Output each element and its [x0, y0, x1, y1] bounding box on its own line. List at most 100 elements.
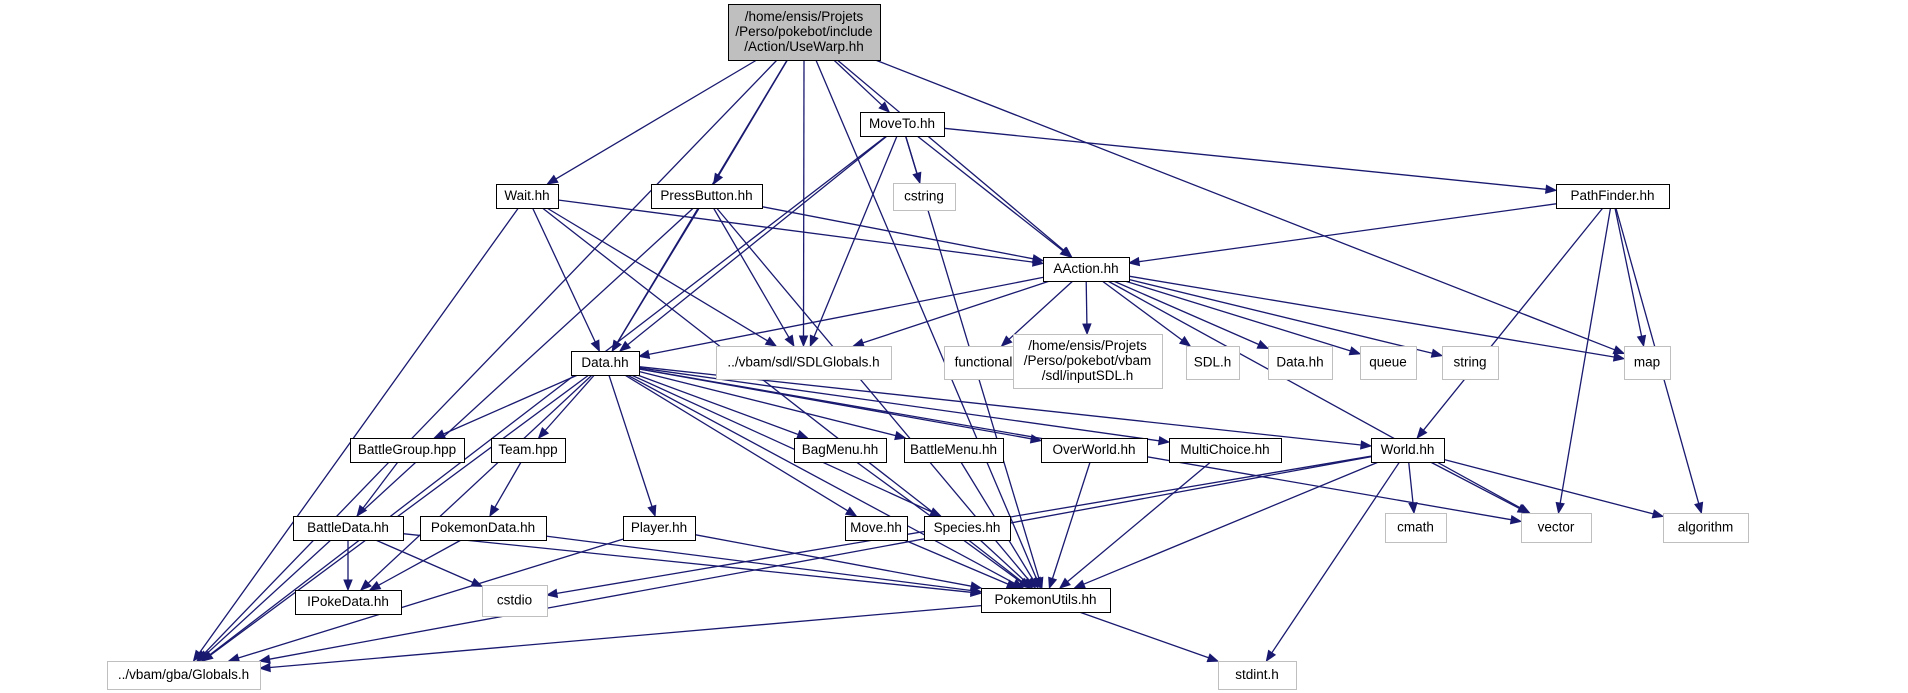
edge-datahh-to-player — [608, 374, 653, 507]
arrowhead-team-to-pokemondata — [489, 504, 500, 518]
edge-pokemondata-to-ipokedata — [378, 539, 462, 586]
node-box — [651, 184, 763, 209]
node-label: Player.hh — [631, 520, 687, 535]
edge-move-to-pokemonutils — [904, 539, 1009, 585]
arrowhead-battledata-to-ipokedata — [343, 579, 353, 592]
node-box — [893, 183, 956, 211]
arrowhead-aaction-to-data2 — [1256, 339, 1270, 350]
edge-battledata-to-pokemonutils — [402, 533, 972, 593]
dependency-nodes: /home/ensis/Projets/Perso/pokebot/includ… — [107, 4, 1749, 690]
node-box — [716, 346, 892, 380]
node-stdint: stdint.h — [1218, 661, 1297, 690]
node-globals: ../vbam/gba/Globals.h — [107, 661, 261, 690]
node-overworld[interactable]: OverWorld.hh — [1041, 438, 1148, 463]
edge-datahh-to-pokemonutils — [626, 374, 1015, 584]
node-box — [293, 516, 404, 541]
node-pressbutton[interactable]: PressButton.hh — [651, 184, 763, 209]
edge-pokemonutils-to-stdint — [1079, 611, 1209, 659]
node-ipokedata[interactable]: IPokeData.hh — [295, 590, 402, 615]
edge-world-to-algorithm — [1443, 458, 1654, 515]
node-label: vector — [1538, 520, 1575, 535]
node-team[interactable]: Team.hpp — [491, 438, 566, 463]
node-cstring: cstring — [893, 183, 956, 211]
node-box — [491, 438, 566, 463]
arrowhead-pressbutton-to-datahh — [611, 339, 622, 353]
arrowhead-pressbutton-to-aaction — [1031, 254, 1045, 264]
node-label: ../vbam/gba/Globals.h — [118, 667, 249, 682]
edge-moveto-to-aaction — [916, 135, 1064, 252]
node-label: stdint.h — [1235, 667, 1279, 682]
node-label: /Action/UseWarp.hh — [744, 39, 864, 54]
arrowhead-bagmenu-to-pokemonutils — [1017, 578, 1031, 589]
edge-aaction-to-vector — [1107, 280, 1522, 509]
node-battlegroup[interactable]: BattleGroup.hpp — [350, 438, 465, 463]
arrowhead-moveto-to-datahh — [618, 340, 632, 352]
node-world[interactable]: World.hh — [1371, 438, 1445, 463]
arrowhead-world-to-vector — [1516, 503, 1530, 514]
arrowhead-move-to-pokemonutils — [1005, 579, 1019, 589]
node-label: /home/ensis/Projets — [745, 9, 864, 24]
arrowhead-datahh-to-team — [537, 427, 550, 440]
edge-aaction-to-sdlh — [1101, 280, 1183, 341]
arrowhead-moveto-to-sdlglobals — [809, 334, 819, 348]
node-aaction[interactable]: AAction.hh — [1043, 257, 1130, 282]
edge-species-to-pokemonutils — [979, 539, 1026, 582]
arrowhead-aaction-to-sdlglobals — [852, 338, 865, 348]
edge-root-to-map — [875, 59, 1615, 351]
node-player[interactable]: Player.hh — [623, 516, 696, 541]
edge-pathfinder-to-world — [1422, 207, 1604, 431]
node-move[interactable]: Move.hh — [845, 516, 908, 541]
node-datahh[interactable]: Data.hh — [571, 351, 640, 376]
arrowhead-wait-to-sdlglobals — [764, 336, 778, 347]
arrowhead-moveto-to-pathfinder — [1545, 184, 1558, 194]
arrowhead-datahh-to-move — [844, 506, 858, 517]
node-battlemenu[interactable]: BattleMenu.hh — [904, 438, 1004, 463]
node-moveto[interactable]: MoveTo.hh — [860, 112, 945, 137]
node-label: map — [1634, 355, 1660, 370]
node-pokemondata[interactable]: PokemonData.hh — [420, 516, 547, 541]
node-multichoice[interactable]: MultiChoice.hh — [1169, 438, 1282, 463]
node-label: ../vbam/sdl/SDLGlobals.h — [727, 355, 879, 370]
arrowhead-world-to-pokemonutils — [1073, 579, 1086, 589]
node-box — [482, 585, 548, 617]
edge-pathfinder-to-map — [1614, 207, 1643, 337]
arrowhead-world-to-algorithm — [1651, 509, 1665, 519]
arrowhead-datahh-to-ipokedata — [359, 579, 372, 591]
node-pathfinder[interactable]: PathFinder.hh — [1556, 184, 1670, 209]
node-label: cstring — [904, 189, 944, 204]
node-bagmenu[interactable]: BagMenu.hh — [794, 438, 887, 463]
node-cstdio: cstdio — [482, 585, 548, 617]
arrowhead-player-to-globals — [227, 653, 241, 663]
edge-aaction-to-map — [1128, 275, 1615, 358]
node-label: PathFinder.hh — [1570, 188, 1654, 203]
node-label: MoveTo.hh — [869, 116, 935, 131]
node-box — [860, 112, 945, 137]
node-box — [1521, 513, 1592, 543]
edge-world-to-cmath — [1408, 461, 1414, 504]
node-label: /home/ensis/Projets — [1028, 338, 1147, 353]
arrowhead-datahh-to-multichoice — [1157, 436, 1171, 446]
edge-overworld-to-pokemonutils — [1051, 461, 1091, 579]
node-species[interactable]: Species.hh — [924, 516, 1011, 541]
node-pokemonutils[interactable]: PokemonUtils.hh — [981, 588, 1111, 613]
node-label: algorithm — [1678, 520, 1734, 535]
node-battledata[interactable]: BattleData.hh — [293, 516, 404, 541]
node-label: functional — [955, 355, 1013, 370]
arrowhead-aaction-to-datahh — [637, 349, 651, 360]
edge-aaction-to-functional — [1008, 280, 1074, 340]
arrowhead-moveto-to-aaction — [1059, 246, 1072, 258]
edge-world-to-vector — [1430, 461, 1520, 509]
node-map: map — [1624, 346, 1671, 380]
arrowhead-aaction-to-string — [1430, 348, 1444, 358]
arrowhead-datahh-to-overworld — [1029, 434, 1043, 444]
edge-datahh-to-battlegroup — [443, 374, 578, 435]
node-wait[interactable]: Wait.hh — [496, 184, 559, 209]
node-label: Team.hpp — [498, 442, 557, 457]
edge-root-to-wait — [555, 59, 758, 180]
edge-pathfinder-to-vector — [1559, 207, 1612, 504]
node-label: MultiChoice.hh — [1180, 442, 1269, 457]
edge-moveto-to-datahh — [627, 135, 888, 346]
node-box — [1043, 257, 1130, 282]
node-root[interactable]: /home/ensis/Projets/Perso/pokebot/includ… — [728, 4, 881, 61]
